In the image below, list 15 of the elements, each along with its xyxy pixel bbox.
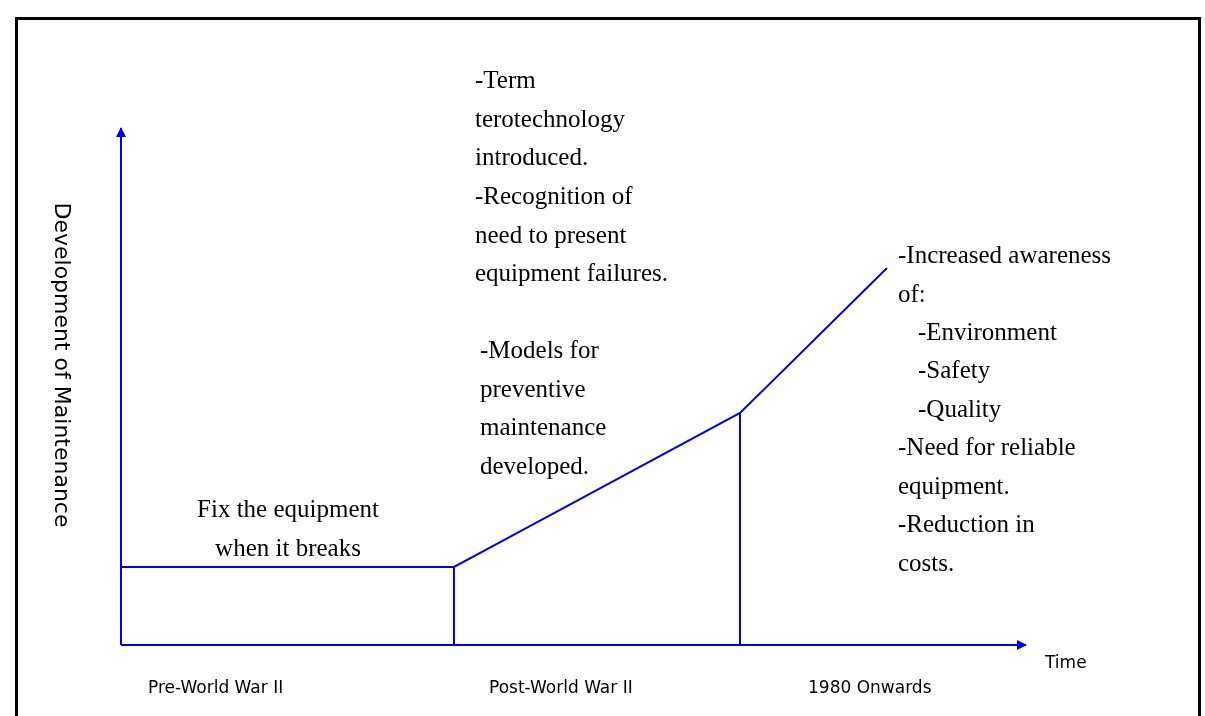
annotation-text: -Need for reliable equipment. <box>898 432 1077 501</box>
annotation-text: -Reduction in costs. <box>898 509 1036 578</box>
annotation-text: -Term terotechnology introduced. <box>475 65 626 172</box>
annotation-text: -Recognition of need to present equipment failures. <box>475 181 669 288</box>
annotation-text: -Increased awareness of: <box>898 240 1113 309</box>
axis-label: Development of Maintenance <box>49 202 75 528</box>
axis-label: Time <box>1045 652 1087 672</box>
axis-label: Post-World War II <box>489 677 633 697</box>
axis-label: Pre-World War II <box>148 677 284 697</box>
annotation-text: -Quality <box>918 394 1003 424</box>
annotation-text: -Environment <box>918 317 1058 347</box>
annotation-text: -Safety <box>918 355 992 385</box>
axis-label: 1980 Onwards <box>808 677 932 697</box>
annotation-text: Fix the equipment when it breaks <box>196 494 380 563</box>
annotation-text: -Models for preventive maintenance developed. <box>480 335 608 481</box>
